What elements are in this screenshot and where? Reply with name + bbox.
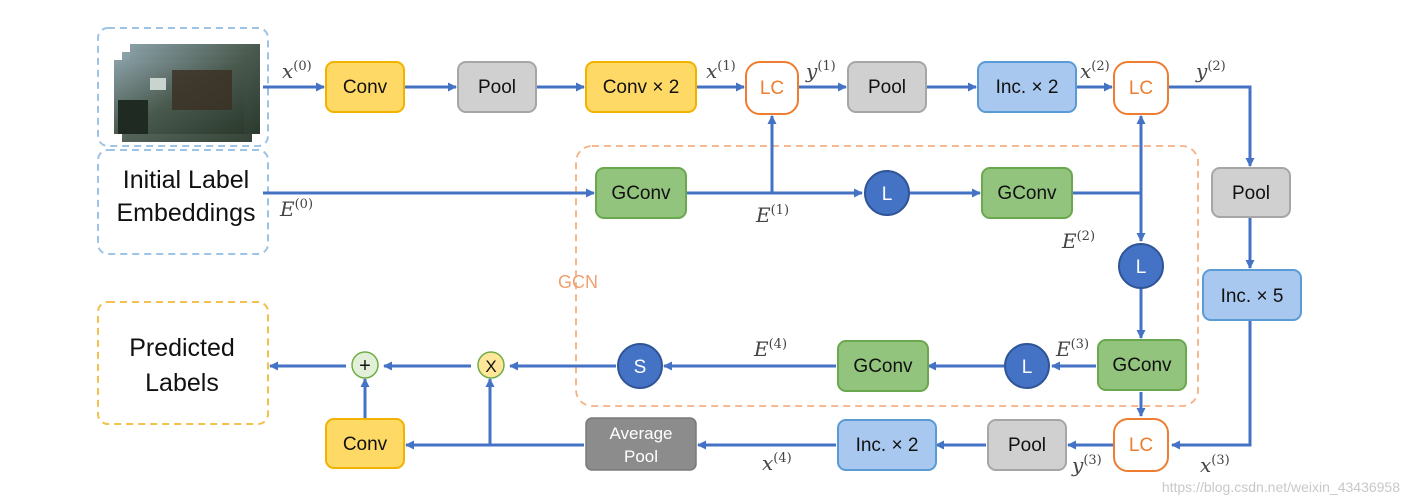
conv-block-1: Conv [325,61,405,113]
conv-x2-block: Conv × 2 [585,61,697,113]
s-node-label: S [634,357,647,378]
average-pool-line1: Average [609,424,672,443]
var-e0: E(0) [279,197,313,221]
pool-block-2: Pool [847,61,927,113]
l-node-3: L [1004,343,1050,389]
inc-x2-block-1: Inc. × 2 [977,61,1077,113]
gconv-block-4-label: GConv [853,356,913,377]
initial-label-line1: Initial Label [123,166,249,194]
inc-x5-block: Inc. × 5 [1202,269,1302,321]
average-pool-line2: Pool [624,447,658,466]
initial-label-box [97,149,269,255]
conv-block-output-label: Conv [343,434,388,455]
predicted-labels-line1: Predicted [129,334,235,362]
lc-block-3: LC [1113,418,1169,472]
var-e2: E(2) [1061,229,1095,253]
gconv-block-1-label: GConv [611,183,671,204]
lc-block-2-label: LC [1129,78,1153,99]
var-x1: x(1) [706,59,736,83]
pool-block-right-label: Pool [1232,183,1270,204]
arrows [263,82,1255,450]
average-pool-block: Average Pool [585,417,697,471]
conv-x2-block-label: Conv × 2 [603,77,680,98]
var-x2: x(2) [1080,59,1110,83]
watermark-text: https://blog.csdn.net/weixin_43436958 [1162,479,1400,495]
var-e3: E(3) [1055,337,1089,361]
var-y3: y(3) [1071,453,1102,477]
l-node-2-label: L [1136,257,1147,278]
pool-block-1-label: Pool [478,77,516,98]
var-x0: x(0) [282,59,312,83]
gconv-block-2-label: GConv [997,183,1057,204]
var-e4: E(4) [753,337,787,361]
predicted-labels-box [97,301,269,425]
l-node-2: L [1118,243,1164,289]
l-node-1-label: L [882,184,893,205]
gconv-block-3: GConv [1097,339,1187,391]
predicted-labels-line2: Labels [145,369,219,397]
pool-block-3: Pool [987,419,1067,471]
gcn-region [575,145,1199,407]
var-e1: E(1) [755,203,789,227]
var-y2: y(2) [1195,59,1226,83]
lc-block-1: LC [745,61,799,115]
lc-block-1-label: LC [760,78,784,99]
pool-block-3-label: Pool [1008,435,1046,456]
l-node-1: L [864,170,910,216]
pool-block-2-label: Pool [868,77,906,98]
add-node-label: + [359,355,371,377]
l-node-3-label: L [1022,357,1033,378]
var-y1: y(1) [805,59,836,83]
add-node: + [351,351,379,379]
var-x4: x(4) [762,451,792,475]
s-node: S [617,343,663,389]
conv-block-1-label: Conv [343,77,388,98]
multiply-node: X [477,351,505,379]
lc-block-2: LC [1113,61,1169,115]
multiply-node-label: X [485,357,496,376]
gconv-block-1: GConv [595,167,687,219]
pool-block-right: Pool [1211,167,1291,218]
initial-label-line2: Embeddings [117,199,256,227]
video-frames-image [114,44,260,142]
gconv-block-2: GConv [981,167,1073,219]
gconv-block-4: GConv [837,340,929,392]
var-x3: x(3) [1200,453,1230,477]
input-image-box [97,27,269,147]
gconv-block-3-label: GConv [1112,355,1172,376]
inc-x2-block-2-label: Inc. × 2 [856,435,919,456]
inc-x5-block-label: Inc. × 5 [1221,286,1284,307]
lc-block-3-label: LC [1129,435,1153,456]
inc-x2-block-2: Inc. × 2 [837,419,937,471]
gcn-region-label: GCN [558,272,598,292]
pool-block-1: Pool [457,61,537,113]
inc-x2-block-1-label: Inc. × 2 [996,77,1059,98]
conv-block-output: Conv [325,418,405,469]
